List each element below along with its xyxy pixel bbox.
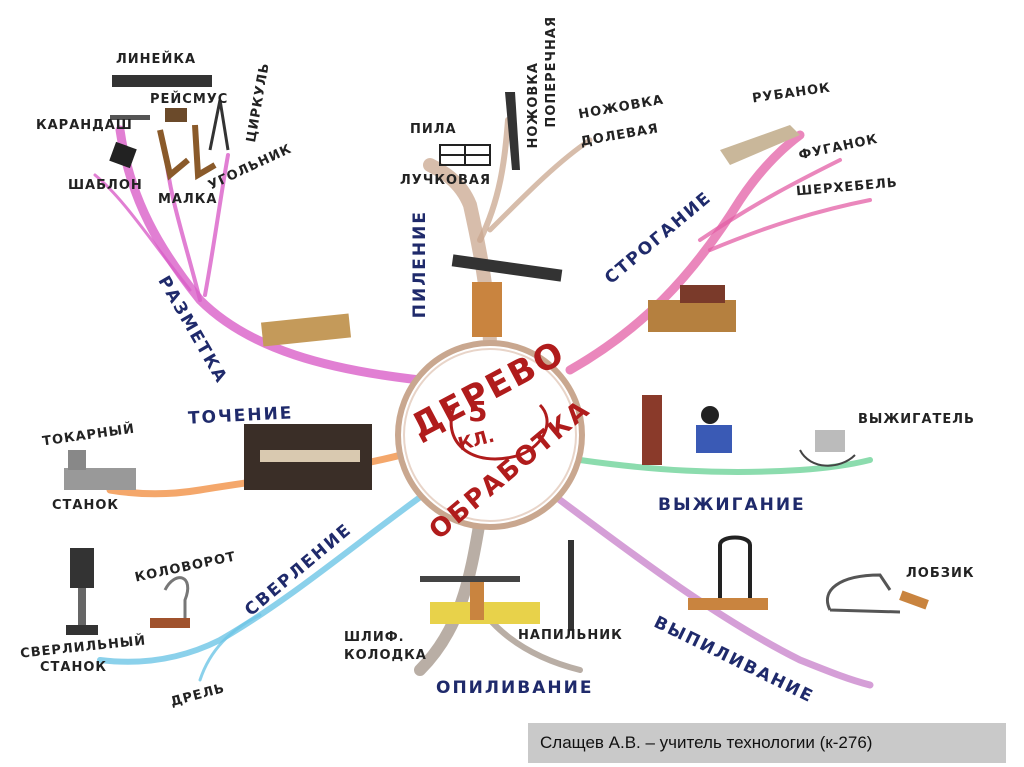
branch-sawing-label: ПИЛЕНИЕ [410, 210, 430, 319]
tool-drill-press-label-2: СТАНОК [40, 660, 108, 675]
branch-filing-label: ОПИЛИВАНИЕ [436, 678, 594, 698]
tool-crosscut-saw-label-1: НОЖОВКА [526, 62, 541, 149]
tool-jigsaw-label: ЛОБЗИК [906, 566, 975, 581]
pencil-picture [110, 115, 150, 120]
tool-bow-saw-label: ЛУЧКОВАЯ [400, 173, 491, 188]
bevel-picture [157, 129, 190, 181]
tool-ruler-label: ЛИНЕЙКА [116, 52, 197, 67]
tool-pencil-label: КАРАНДАШ [36, 118, 133, 133]
crosscut-saw-picture [505, 92, 520, 170]
template-picture [109, 141, 137, 169]
tool-sanding-block-label-2: КОЛОДКА [344, 648, 427, 663]
burner-picture [815, 430, 845, 452]
fretsaw-picture [718, 535, 752, 610]
tool-template-label: ШАБЛОН [68, 178, 143, 193]
branch-fretsawing [556, 496, 874, 689]
tool-lathe-label-2: СТАНОК [52, 498, 120, 513]
tool-saw-label: ПИЛА [410, 122, 457, 137]
branch-burning-label: ВЫЖИГАНИЕ [658, 495, 806, 515]
brace-picture [163, 576, 190, 620]
bow-saw-picture [439, 144, 491, 166]
tool-bevel-label: МАЛКА [158, 192, 218, 207]
tool-file-label: НАПИЛЬНИК [518, 628, 623, 643]
branch-planing [565, 130, 805, 375]
planing-picture [648, 300, 736, 332]
scriber-picture [165, 108, 187, 122]
burning-picture [642, 395, 662, 465]
center-grade: 5 [468, 395, 488, 428]
compass-picture [208, 99, 230, 151]
lathe-picture [64, 468, 136, 490]
jigsaw-picture [826, 573, 901, 614]
file-picture [568, 540, 574, 630]
square-picture [192, 124, 217, 181]
author-caption: Слащев А.В. – учитель технологии (к-276) [528, 723, 1006, 763]
plane-picture [720, 125, 800, 165]
branch-burning [577, 457, 873, 475]
marking-picture [260, 313, 352, 347]
ruler-picture [112, 75, 212, 87]
center-circle [395, 340, 585, 530]
tool-burner-label: ВЫЖИГАТЕЛЬ [858, 412, 975, 427]
drill-press-picture [70, 548, 94, 588]
tool-sanding-block-label-1: ШЛИФ. [344, 630, 405, 645]
tool-scriber-label: РЕЙСМУС [150, 92, 229, 107]
filing-picture [430, 602, 540, 624]
illustrations [64, 75, 929, 635]
tool-crosscut-saw-label-2: ПОПЕРЕЧНАЯ [544, 16, 559, 128]
sawing-picture [472, 282, 502, 337]
